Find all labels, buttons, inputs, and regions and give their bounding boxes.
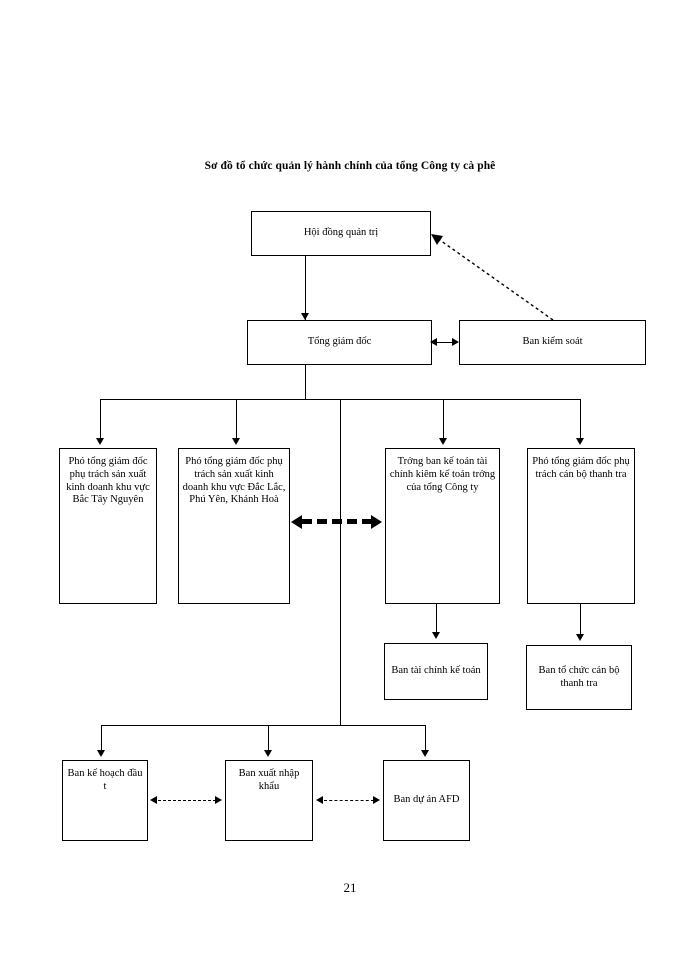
node-board-of-directors[interactable]: Hội đồng quản trị xyxy=(251,211,431,256)
node-chief-accountant[interactable]: Trởng ban kế toán tài chính kiêm kế toán… xyxy=(385,448,500,604)
node-general-director-label: Tổng giám đốc xyxy=(307,336,372,348)
connector-deputy-daclac-chief-accountant xyxy=(302,519,372,524)
arrowhead-planning-dept xyxy=(97,750,105,757)
node-finance-accounting-dept-label: Ban tài chính kế toán xyxy=(391,665,481,677)
arrowhead-to-import-export-dept-left xyxy=(215,796,222,804)
arrowhead-import-export-dept xyxy=(264,750,272,757)
node-supervisory-board[interactable]: Ban kiểm soát xyxy=(459,320,646,365)
arrowhead-deputy-personnel xyxy=(576,438,584,445)
bus-drop-from-general-director xyxy=(305,365,307,400)
arrowhead-to-general-director xyxy=(430,338,437,346)
connector-chief-accountant-to-finance-dept xyxy=(436,604,438,636)
node-personnel-inspection-dept[interactable]: Ban tổ chức cán bộ thanh tra xyxy=(526,645,632,710)
arrowhead-to-afd-dept xyxy=(373,796,380,804)
arrowhead-to-planning-dept xyxy=(150,796,157,804)
arrowhead-to-chief-accountant xyxy=(371,515,382,529)
arrowhead-afd-dept xyxy=(421,750,429,757)
connector-supervisory-to-board xyxy=(436,237,554,321)
bus-horizontal-bottom xyxy=(101,725,426,727)
bus-branch-chief-accountant xyxy=(443,399,445,441)
bus-branch-deputy-north xyxy=(100,399,102,441)
arrowhead-board-to-general-director xyxy=(300,313,309,320)
bus-branch-deputy-personnel xyxy=(580,399,582,441)
arrowhead-supervisory-to-board xyxy=(431,234,443,245)
node-import-export-dept-label: Ban xuất nhập khẩu xyxy=(238,768,300,792)
connector-board-to-general-director xyxy=(305,256,307,320)
arrowhead-to-deputy-daclac xyxy=(291,515,302,529)
node-afd-project-dept[interactable]: Ban dự án AFD xyxy=(383,760,470,841)
bus-branch-planning xyxy=(101,725,103,753)
node-planning-investment-dept-label: Ban kế hoạch đầu t xyxy=(67,768,143,792)
node-deputy-personnel-inspection-label: Phó tổng giám đốc phụ trách cán bộ thanh… xyxy=(532,456,630,480)
arrowhead-to-supervisory-board xyxy=(452,338,459,346)
trunk-to-bottom-row xyxy=(340,399,342,726)
node-afd-project-dept-label: Ban dự án AFD xyxy=(393,794,460,806)
node-deputy-north-tay-nguyen-label: Phó tổng giám đốc phụ trách sản xuất kin… xyxy=(66,456,150,506)
arrowhead-deputy-north xyxy=(96,438,104,445)
node-personnel-inspection-dept-label: Ban tổ chức cán bộ thanh tra xyxy=(538,664,620,689)
node-deputy-daclac-phuyen-khanhhoa-label: Phó tổng giám đốc phụ trách sản xuất kin… xyxy=(182,456,286,506)
connector-import-export-afd xyxy=(324,800,374,801)
node-supervisory-board-label: Ban kiểm soát xyxy=(522,336,583,348)
arrowhead-chief-accountant xyxy=(439,438,447,445)
arrowhead-deputy-daclac xyxy=(232,438,240,445)
node-deputy-north-tay-nguyen[interactable]: Phó tổng giám đốc phụ trách sản xuất kin… xyxy=(59,448,157,604)
connector-planning-import-export xyxy=(158,800,216,801)
arrowhead-to-import-export-dept-right xyxy=(316,796,323,804)
connector-general-director-supervisory-board xyxy=(434,342,457,344)
bus-branch-afd xyxy=(425,725,427,753)
bus-branch-import-export xyxy=(268,725,270,753)
node-chief-accountant-label: Trởng ban kế toán tài chính kiêm kế toán… xyxy=(389,456,496,493)
arrowhead-finance-dept xyxy=(432,632,440,639)
node-finance-accounting-dept[interactable]: Ban tài chính kế toán xyxy=(384,643,488,700)
bus-branch-deputy-daclac xyxy=(236,399,238,441)
node-import-export-dept[interactable]: Ban xuất nhập khẩu xyxy=(225,760,313,841)
page-number: 21 xyxy=(343,880,357,895)
page-title: Sơ đồ tổ chức quản lý hành chính của tổn… xyxy=(204,160,496,172)
node-deputy-personnel-inspection[interactable]: Phó tổng giám đốc phụ trách cán bộ thanh… xyxy=(527,448,635,604)
node-planning-investment-dept[interactable]: Ban kế hoạch đầu t xyxy=(62,760,148,841)
node-board-of-directors-label: Hội đồng quản trị xyxy=(303,227,379,239)
connector-deputy-personnel-to-dept xyxy=(580,604,582,638)
node-deputy-daclac-phuyen-khanhhoa[interactable]: Phó tổng giám đốc phụ trách sản xuất kin… xyxy=(178,448,290,604)
arrowhead-personnel-inspection-dept xyxy=(576,634,584,641)
node-general-director[interactable]: Tổng giám đốc xyxy=(247,320,432,365)
